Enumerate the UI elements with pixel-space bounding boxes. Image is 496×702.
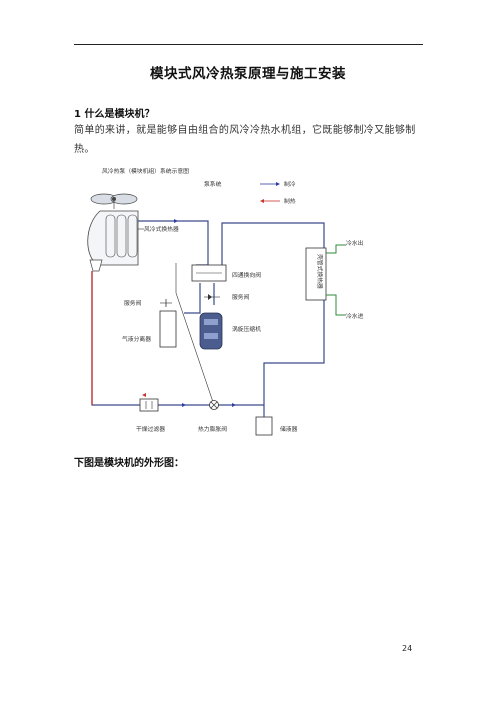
air-heat-exchanger [87, 210, 139, 272]
diagram-title: 风冷热泵（模块机组）系统示意图 [102, 167, 189, 175]
expansion-valve-icon [209, 400, 219, 410]
air-exchanger-label: 风冷式换热器 [144, 225, 179, 233]
flow-arrow [174, 219, 178, 223]
pipe-water-hx-to-receiver [263, 299, 325, 405]
service-valve-left-label: 服务阀 [124, 299, 142, 307]
pipe-valve-to-water-hx [221, 222, 325, 265]
water-in-label: 冷水进 [346, 312, 364, 320]
legend-cooling-arrowhead [276, 182, 280, 186]
dry-filter-label: 干燥过滤器 [136, 425, 165, 433]
service-valve-right-label: 服务阀 [232, 293, 250, 301]
flow-arrow-heating [142, 393, 146, 397]
water-heat-exchanger [305, 247, 327, 301]
four-way-valve-label: 四通换向阀 [232, 271, 261, 279]
water-out-pipe [326, 244, 346, 254]
legend-cooling-label: 制冷 [284, 180, 296, 188]
compressor-label: 涡旋压缩机 [232, 325, 261, 333]
water-hx-label: 壳管式换热器 [316, 254, 324, 289]
legend-title: 泵系统 [204, 180, 222, 188]
pipe-valve-to-separator [184, 283, 201, 314]
flow-arrow [182, 403, 186, 407]
expansion-valve-label: 热力膨胀阀 [198, 425, 227, 433]
pipe-liquid-line [91, 271, 264, 406]
service-valve-left-icon [160, 299, 172, 307]
legend-heating-label: 制热 [284, 197, 296, 205]
gas-liquid-separator [159, 310, 177, 348]
receiver-label: 储液器 [280, 425, 298, 433]
water-out-label: 冷水出 [346, 239, 364, 247]
header-rule [74, 44, 423, 45]
exterior-heading: 下图是模块机的外形图： [74, 458, 184, 469]
water-in-pipe [326, 294, 346, 316]
page-title: 模块式风冷热泵原理与施工安装 [150, 66, 346, 82]
system-schematic: 风冷热泵（模块机组）系统示意图 泵系统 制冷 制热 风冷式换热器 四通换向阀 服… [87, 167, 364, 436]
service-valve-right-icon [204, 294, 220, 300]
legend-heating-arrowhead [260, 199, 264, 203]
intro-paragraph: 简单的来讲，就是能够自由组合的风冷冷热水机组，它既能够制冷又能够制热。 [74, 125, 416, 155]
capillary-line [175, 263, 215, 406]
dry-filter [139, 398, 159, 412]
receiver [255, 416, 273, 436]
scroll-compressor [199, 312, 223, 350]
fan-icon [90, 193, 138, 209]
section-heading: 1 什么是模块机？ [74, 109, 155, 120]
flow-arrow [232, 403, 236, 407]
page-number: 24 [402, 644, 413, 653]
separator-label: 气液分离器 [122, 335, 151, 343]
